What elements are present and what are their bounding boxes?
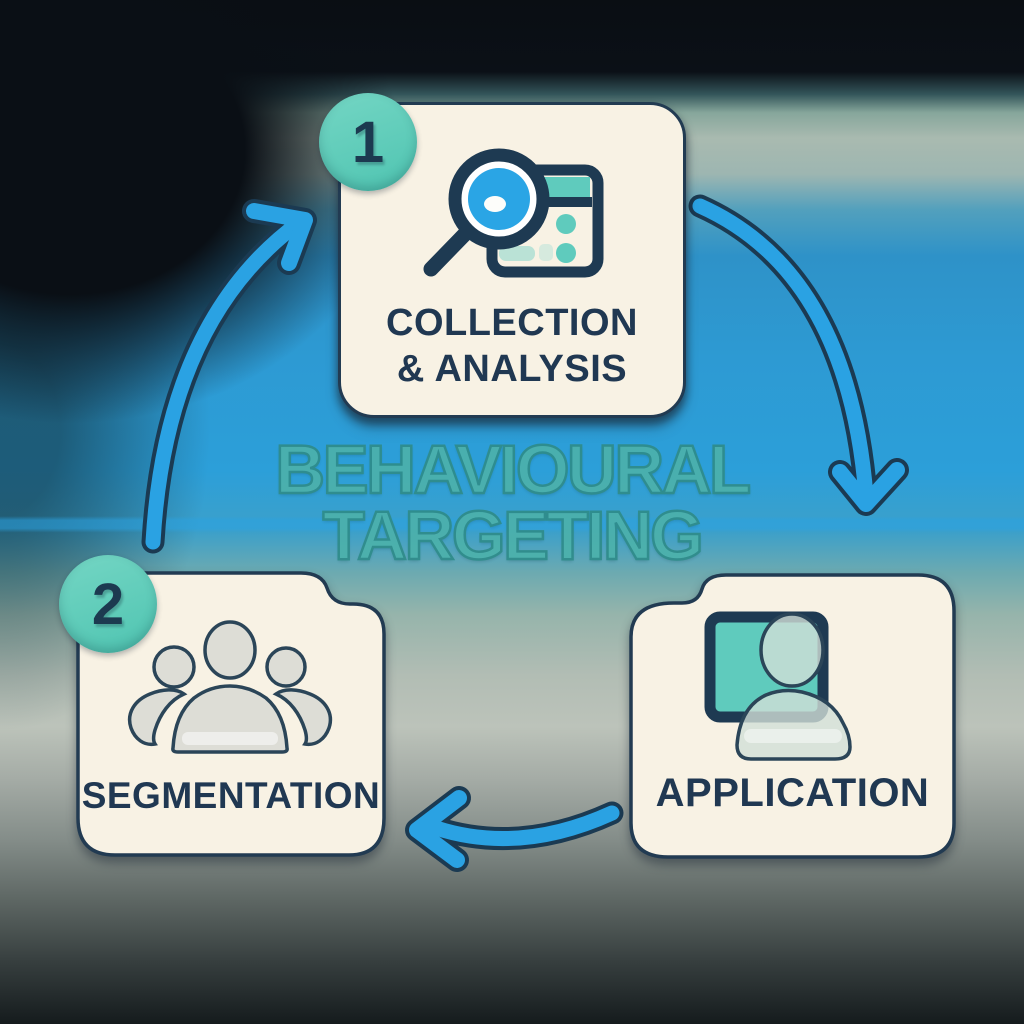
step-label: COLLECTION & ANALYSIS [338,300,686,392]
step-card-application: APPLICATION [628,571,957,861]
step-label-line-2: & ANALYSIS [396,348,628,390]
title-line-2: TARGETING [321,497,705,574]
magnifier-analytics-icon [423,148,604,278]
step-number-badge-1: 1 [319,93,417,191]
step-label: APPLICATION [655,771,930,815]
arrow-collection-to-application [688,194,909,516]
user-screen-icon [704,611,852,761]
step-number-badge-2: 2 [59,555,157,653]
step-label: SEGMENTATION [81,775,381,816]
central-title: BEHAVIOURAL TARGETING [0,431,1024,574]
step-label-line-1: COLLECTION [386,302,638,344]
arrow-application-to-segmentation [405,786,624,872]
step-card-segmentation: SEGMENTATION 2 [59,555,387,858]
step-card-collection-analysis: COLLECTION & ANALYSIS 1 [319,93,686,418]
title-line-1: BEHAVIOURAL [274,431,752,508]
audience-group-icon [128,620,332,754]
arrow-segmentation-to-collection [141,199,317,554]
